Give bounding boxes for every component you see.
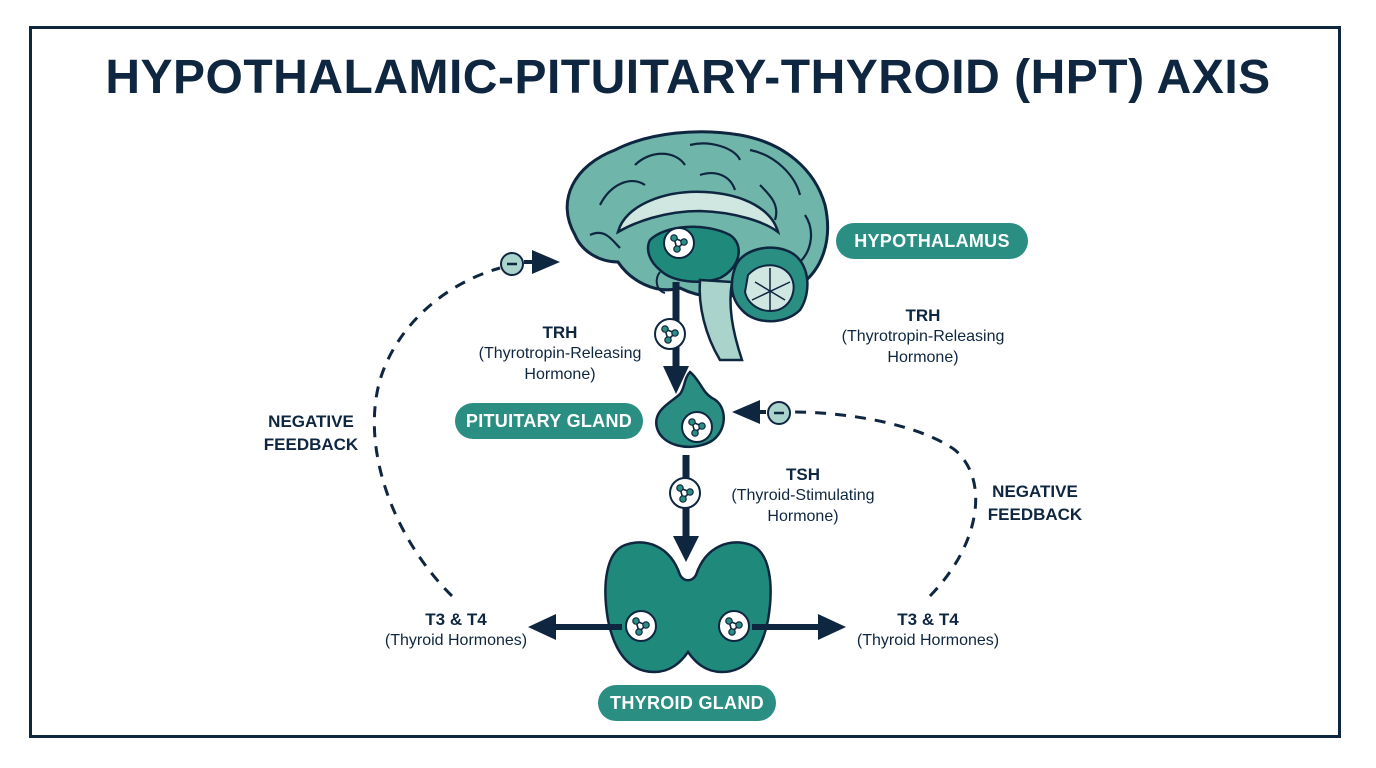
diagram-title: HYPOTHALAMIC-PITUITARY-THYROID (HPT) AXI… [105, 51, 1271, 104]
tsh-name: TSH [786, 465, 820, 484]
trh-fullname-2: Hormone) [524, 366, 596, 383]
trh-label-left: TRH (Thyrotropin-Releasing Hormone) [460, 322, 660, 385]
diagram-frame [29, 26, 1341, 738]
molecule-icon [718, 610, 750, 642]
brain-illustration [565, 130, 830, 362]
tsh-fullname-1: (Thyroid-Stimulating [731, 487, 875, 504]
t3t4-left-arrow [528, 614, 622, 640]
t3t4-fullname: (Thyroid Hormones) [856, 632, 1000, 649]
t3t4-label-left: T3 & T4 (Thyroid Hormones) [370, 609, 542, 651]
molecule-icon [681, 411, 713, 443]
t3t4-name: T3 & T4 [897, 610, 959, 629]
minus-icon [766, 400, 792, 426]
negative-feedback-left: NEGATIVE FEEDBACK [246, 410, 376, 456]
negative-feedback-right: NEGATIVE FEEDBACK [968, 480, 1102, 526]
feedback-line-2: FEEDBACK [987, 505, 1083, 524]
tsh-fullname-2: Hormone) [767, 508, 839, 525]
thyroid-illustration [604, 541, 772, 674]
trh-fullname-1: (Thyrotropin-Releasing [841, 328, 1005, 345]
t3t4-right-arrow [752, 614, 846, 640]
trh-fullname-2: Hormone) [887, 349, 959, 366]
molecule-icon [663, 227, 695, 259]
hypothalamus-label: HYPOTHALAMUS [836, 223, 1028, 259]
trh-fullname-1: (Thyrotropin-Releasing [478, 345, 642, 362]
feedback-line-1: NEGATIVE [992, 482, 1078, 501]
trh-label-right: TRH (Thyrotropin-Releasing Hormone) [822, 305, 1024, 368]
feedback-loop-right [732, 400, 978, 598]
molecule-icon [669, 477, 701, 509]
trh-name: TRH [905, 306, 941, 325]
trh-name: TRH [542, 323, 578, 342]
t3t4-label-right: T3 & T4 (Thyroid Hormones) [842, 609, 1014, 651]
feedback-line-1: NEGATIVE [268, 412, 354, 431]
molecule-icon [625, 610, 657, 642]
feedback-loop-left [372, 250, 560, 598]
pituitary-gland-label: PITUITARY GLAND [455, 403, 643, 439]
minus-icon [499, 251, 525, 277]
feedback-line-2: FEEDBACK [263, 435, 359, 454]
t3t4-fullname: (Thyroid Hormones) [384, 632, 528, 649]
t3t4-name: T3 & T4 [425, 610, 487, 629]
thyroid-gland-label: THYROID GLAND [598, 685, 776, 721]
tsh-label: TSH (Thyroid-Stimulating Hormone) [712, 464, 894, 527]
